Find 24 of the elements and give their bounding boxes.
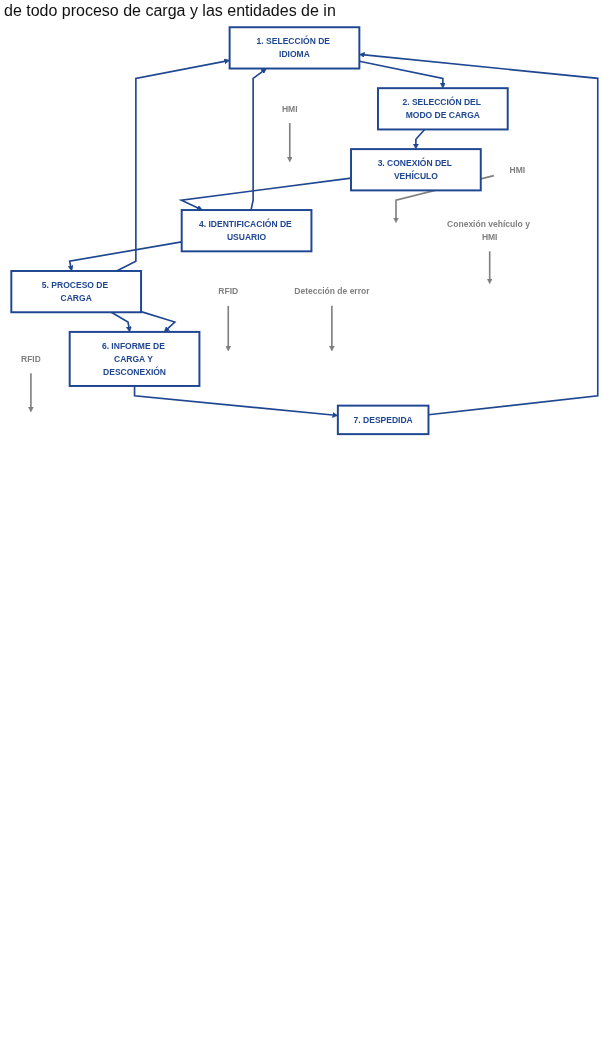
node-box: 7. DESPEDIDA: [336, 404, 430, 436]
node-text: Conexión vehículo y HMI: [447, 219, 530, 242]
node-text: HMI: [509, 164, 526, 175]
node-text: HMI: [281, 103, 298, 114]
arrow: [413, 128, 426, 150]
arrow: [28, 372, 34, 413]
node-box: 5. PROCESO DE CARGA: [10, 270, 143, 314]
arrow: [486, 250, 493, 284]
arrow: [250, 68, 267, 211]
arrow: [286, 122, 293, 163]
arrow: [225, 305, 232, 352]
node-box: 1. SELECCIÓN DE IDIOMA: [228, 26, 361, 70]
node-text: Detección de error: [294, 286, 370, 297]
node-text: RFID: [20, 353, 41, 364]
node-box: 3. CONEXIÓN DEL VEHÍCULO: [350, 148, 482, 192]
arrow: [110, 311, 132, 333]
node-text: RFID: [218, 286, 239, 297]
arrow: [329, 305, 335, 352]
node-box: 6. INFORME DE CARGA Y DESCONEXIÓN: [68, 330, 201, 387]
node-box: 2. SELECCIÓN DEL MODO DE CARGA: [377, 87, 509, 131]
arrow: [359, 52, 599, 416]
arrow: [140, 310, 177, 333]
node-box: 4. IDENTIFICACIÓN DE USUARIO: [180, 209, 313, 253]
arrow: [178, 177, 352, 211]
